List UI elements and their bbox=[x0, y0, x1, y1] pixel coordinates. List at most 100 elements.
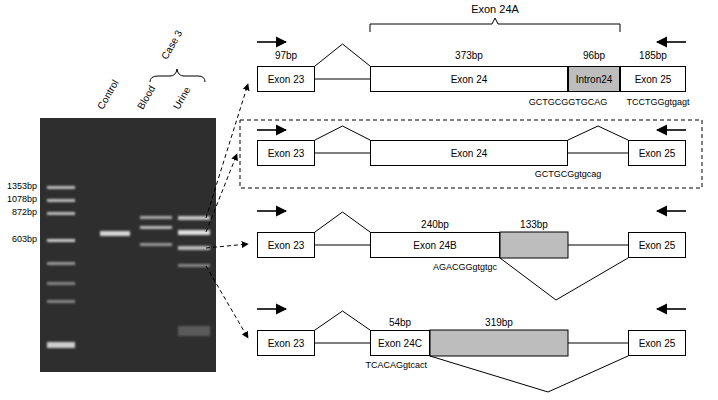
lane-label: Blood bbox=[134, 83, 157, 112]
exon-box: Exon 24C bbox=[370, 330, 430, 356]
highlight-box bbox=[240, 120, 702, 188]
sequence-label: 1353bp bbox=[6, 182, 38, 192]
size-label: 319bp bbox=[484, 317, 514, 328]
intron-line bbox=[315, 79, 370, 80]
reverse-primer bbox=[657, 210, 686, 212]
ladder-band bbox=[47, 342, 75, 348]
intron-line bbox=[568, 343, 628, 344]
urine-band bbox=[178, 246, 210, 250]
exon-label: Exon 25 bbox=[635, 74, 672, 85]
splice-line bbox=[315, 126, 370, 140]
ladder-band bbox=[47, 282, 75, 285]
band-pointer bbox=[206, 84, 248, 218]
band-pointer bbox=[206, 244, 248, 248]
exon-label: Exon 24C bbox=[378, 338, 422, 349]
splice-connector bbox=[568, 126, 628, 153]
size-label: 373bp bbox=[454, 50, 484, 61]
exon-label: Exon 24 bbox=[451, 74, 488, 85]
case-bracket bbox=[150, 69, 205, 82]
urine-band bbox=[178, 264, 210, 267]
splice-connector bbox=[315, 311, 370, 343]
sequence-label: 872bp bbox=[11, 208, 38, 218]
ladder-band bbox=[47, 300, 75, 303]
exon-brace bbox=[370, 18, 620, 32]
ladder-band bbox=[47, 199, 75, 202]
lane-label: Control bbox=[94, 77, 121, 112]
exon-label: Exon 25 bbox=[639, 148, 676, 159]
forward-primer bbox=[257, 129, 286, 131]
exon-box: Exon 24 bbox=[370, 66, 568, 92]
exon-label: Exon 23 bbox=[268, 74, 305, 85]
exon-label: Exon 23 bbox=[268, 338, 305, 349]
retained-intron bbox=[430, 330, 568, 356]
splice-line bbox=[568, 126, 628, 140]
splice-connector bbox=[430, 356, 628, 392]
ladder-band bbox=[47, 186, 75, 189]
splice-connector bbox=[315, 126, 370, 153]
intron-line bbox=[315, 245, 370, 246]
forward-primer bbox=[257, 308, 286, 310]
band-pointer bbox=[206, 154, 237, 232]
blood-band bbox=[140, 243, 172, 246]
lane-label: Case 3 bbox=[158, 27, 184, 62]
reverse-primer bbox=[657, 308, 686, 310]
size-label: 54bp bbox=[388, 317, 412, 328]
exon-label: Intron24 bbox=[576, 74, 613, 85]
splice-line bbox=[315, 212, 370, 232]
exon-box: Exon 24 bbox=[370, 140, 568, 166]
exon-label: Exon 25 bbox=[639, 338, 676, 349]
size-label: 97bp bbox=[274, 50, 298, 61]
reverse-primer bbox=[657, 129, 686, 131]
splice-connector bbox=[315, 212, 370, 245]
forward-primer bbox=[257, 41, 286, 43]
size-label: 133bp bbox=[519, 219, 549, 230]
band-pointer bbox=[206, 266, 248, 338]
intron-line bbox=[568, 245, 628, 246]
splice-line bbox=[500, 258, 628, 300]
intron-line bbox=[315, 153, 370, 154]
blood-band bbox=[140, 226, 172, 229]
forward-primer bbox=[257, 210, 286, 212]
gel-image bbox=[40, 118, 216, 372]
exon-box: Exon 24B bbox=[370, 232, 500, 258]
sequence-label: GCTGCGgtgcag bbox=[534, 170, 603, 180]
ladder-band bbox=[47, 262, 75, 265]
band-pointers bbox=[206, 84, 248, 338]
exon-box: Exon 25 bbox=[628, 330, 686, 356]
exon-label: Exon 23 bbox=[268, 240, 305, 251]
sequence-label: 1078bp bbox=[6, 195, 38, 205]
size-label: 96bp bbox=[582, 50, 606, 61]
exon-label: Exon 24B bbox=[413, 240, 456, 251]
control-band bbox=[100, 231, 130, 236]
exon-label: Exon 23 bbox=[268, 148, 305, 159]
size-label: Exon 24A bbox=[470, 3, 520, 15]
sequence-label: GCTGCGGTGCAG bbox=[528, 98, 609, 108]
ladder-band bbox=[47, 239, 75, 242]
intron-line bbox=[315, 343, 370, 344]
sequence-label: 603bp bbox=[11, 235, 38, 245]
sequence-label: TCCTGGgtgagt bbox=[625, 98, 690, 108]
sequence-label: AGACGGgtgtgc bbox=[432, 263, 498, 273]
exon-box: Exon 23 bbox=[257, 330, 315, 356]
size-label: 240bp bbox=[420, 219, 450, 230]
exon-box: Exon 25 bbox=[628, 140, 686, 166]
intron-line bbox=[568, 153, 628, 154]
splice-connector bbox=[315, 44, 370, 79]
exon-box: Exon 23 bbox=[257, 140, 315, 166]
blood-band bbox=[140, 216, 172, 219]
reverse-primer bbox=[657, 41, 686, 43]
urine-band bbox=[178, 216, 210, 220]
urine-band bbox=[178, 230, 210, 235]
splice-connector bbox=[500, 258, 628, 300]
splice-line bbox=[430, 356, 628, 392]
ladder-band bbox=[47, 212, 75, 215]
exon-label: Exon 24 bbox=[451, 148, 488, 159]
retained-intron bbox=[500, 232, 568, 258]
sequence-label: TCACAGgtcact bbox=[364, 361, 428, 371]
primers bbox=[257, 42, 686, 309]
splice-line bbox=[315, 44, 370, 66]
exon-box: Exon 25 bbox=[628, 232, 686, 258]
